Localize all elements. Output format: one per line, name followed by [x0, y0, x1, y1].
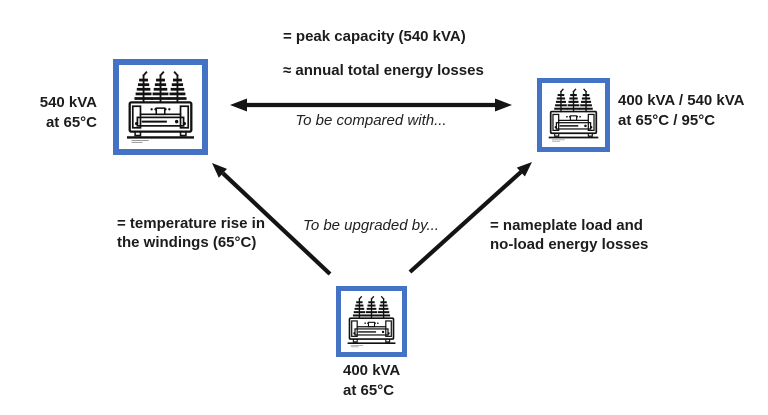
transformer-node-upgrade: [336, 286, 407, 357]
upgrade-transformer-label: 400 kVA at 65°C: [343, 361, 400, 401]
power-transformer-icon: [545, 86, 602, 144]
upgrade-rating: 400 kVA: [343, 362, 401, 379]
upgrade-caption: To be upgraded by...: [303, 217, 439, 234]
temperature-rise-line2: the windings (65°C): [117, 234, 257, 251]
existing-transformer-label: 540 kVA at 65°C: [10, 93, 97, 133]
temperature-rise-note: = temperature rise in the windings (65°C…: [117, 214, 265, 252]
nameplate-load-line1: = nameplate load and: [490, 217, 643, 234]
proposed-temperature: at 65°C / 95°C: [618, 112, 716, 129]
compare-arrow: [230, 98, 512, 112]
nameplate-load-note: = nameplate load and no-load energy loss…: [490, 216, 648, 254]
transformer-node-existing: [113, 59, 208, 155]
proposed-transformer-label: 400 kVA / 540 kVA at 65°C / 95°C: [618, 91, 744, 131]
power-transformer-icon: [122, 68, 199, 146]
peak-capacity-note: = peak capacity (540 kVA): [283, 28, 466, 45]
compare-caption: To be compared with...: [295, 112, 447, 129]
power-transformer-icon: [344, 294, 399, 349]
existing-temperature: at 65°C: [45, 114, 97, 131]
upgrade-temperature: at 65°C: [343, 382, 395, 399]
nameplate-load-line2: no-load energy losses: [490, 236, 649, 253]
transformer-node-proposed: [537, 78, 610, 152]
energy-losses-note: ≈ annual total energy losses: [283, 62, 484, 79]
existing-rating: 540 kVA: [39, 94, 97, 111]
proposed-rating: 400 kVA / 540 kVA: [618, 92, 745, 109]
temperature-rise-line1: = temperature rise in: [117, 215, 265, 232]
